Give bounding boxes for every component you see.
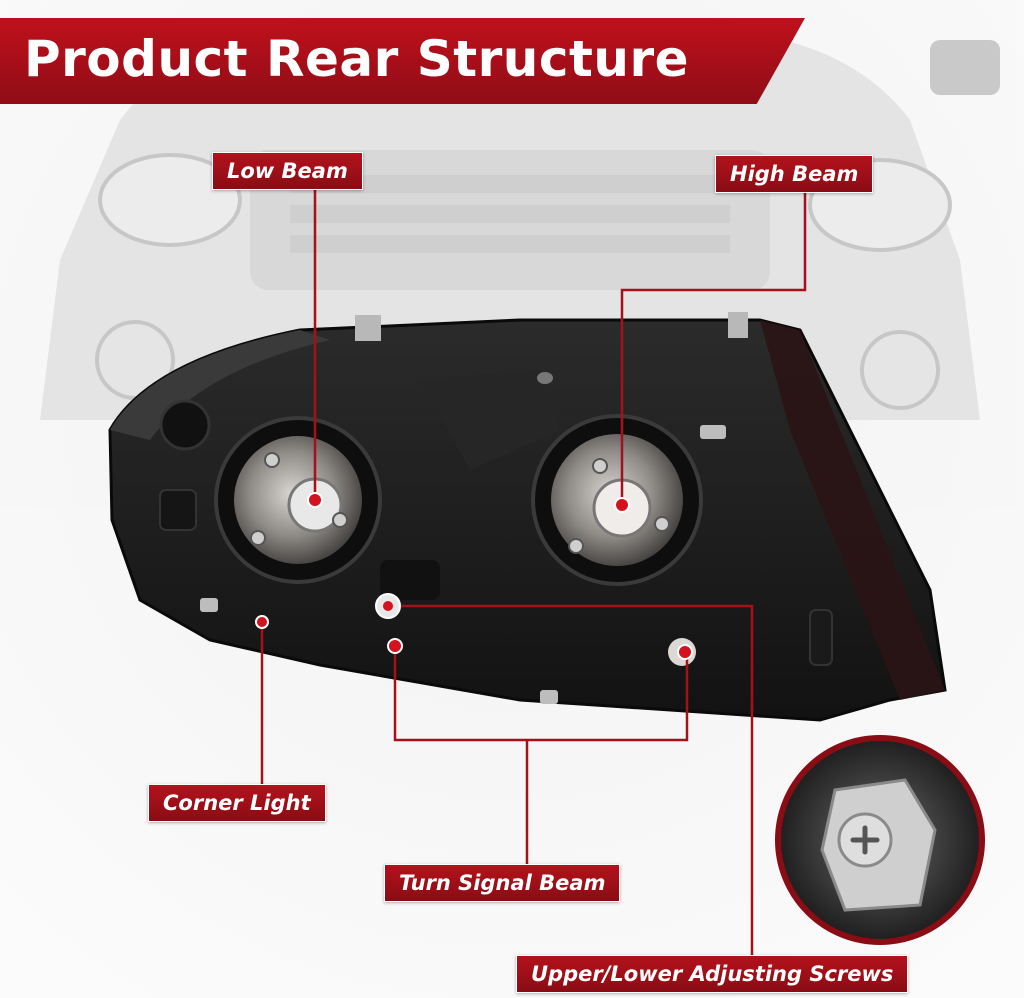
title-banner	[0, 18, 805, 104]
turn-signal-right-marker-icon	[677, 644, 693, 660]
adjusting-screw-zoom-inset	[775, 735, 985, 945]
corner-light-marker-icon	[255, 615, 269, 629]
adjusting-screw-leader	[392, 604, 754, 962]
low-beam-bulb-socket	[214, 416, 382, 584]
phillips-screw-icon	[850, 825, 880, 855]
turn-signal-beam-label: Turn Signal Beam	[384, 864, 621, 902]
turn-signal-left-marker-icon	[387, 638, 403, 654]
high-beam-leader	[620, 185, 807, 505]
corner-light-label: Corner Light	[148, 784, 326, 822]
page-title: Product Rear Structure	[24, 30, 690, 88]
adjusting-screws-label: Upper/Lower Adjusting Screws	[516, 955, 909, 993]
high-beam-marker-icon	[614, 497, 630, 513]
turn-signal-leader	[393, 646, 689, 742]
low-beam-marker-icon	[307, 492, 323, 508]
high-beam-label: High Beam	[715, 155, 874, 193]
low-beam-label: Low Beam	[212, 152, 363, 190]
marker-dots	[255, 492, 693, 660]
